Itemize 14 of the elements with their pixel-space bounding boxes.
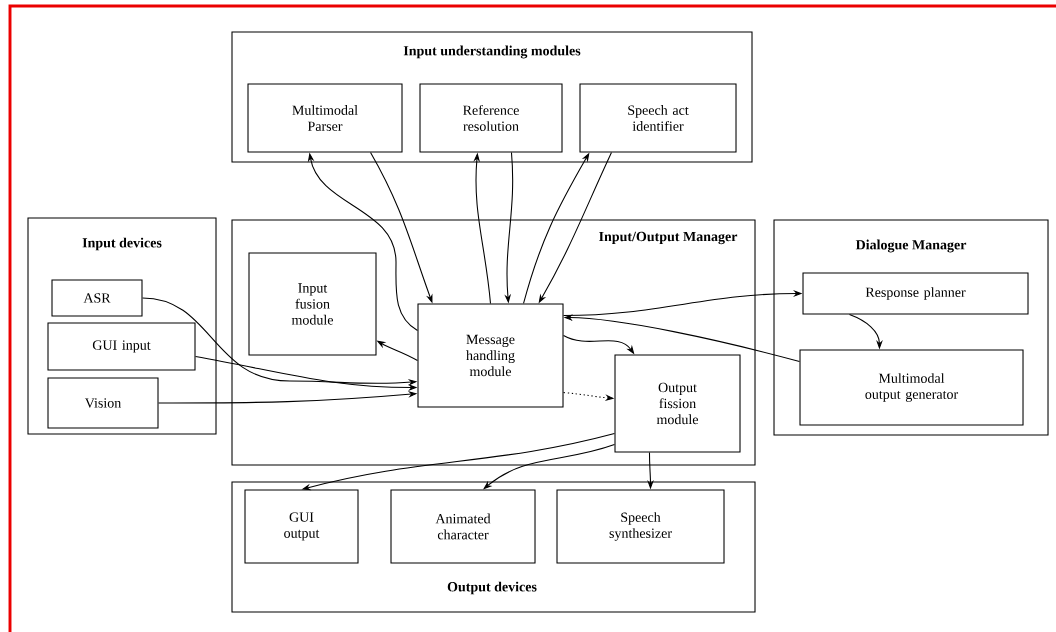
module-box: Speech act identifier: [579, 83, 737, 153]
module-box: GUI output: [244, 489, 359, 564]
module-box: GUI input: [47, 322, 196, 371]
module-box: Output fission module: [614, 354, 741, 453]
module-box: Speech synthesizer: [556, 489, 725, 564]
module-box: Input fusion module: [248, 252, 377, 356]
module-box: Reference resolution: [419, 83, 563, 153]
module-box: Vision: [47, 377, 159, 429]
module-box: Multimodal Parser: [247, 83, 403, 153]
module-box: Response planner: [802, 272, 1029, 315]
module-box: Message handling module: [417, 303, 564, 408]
module-box: Animated character: [390, 489, 536, 564]
module-box: ASR: [51, 279, 143, 317]
module-box: Multimodal output generator: [799, 349, 1024, 426]
